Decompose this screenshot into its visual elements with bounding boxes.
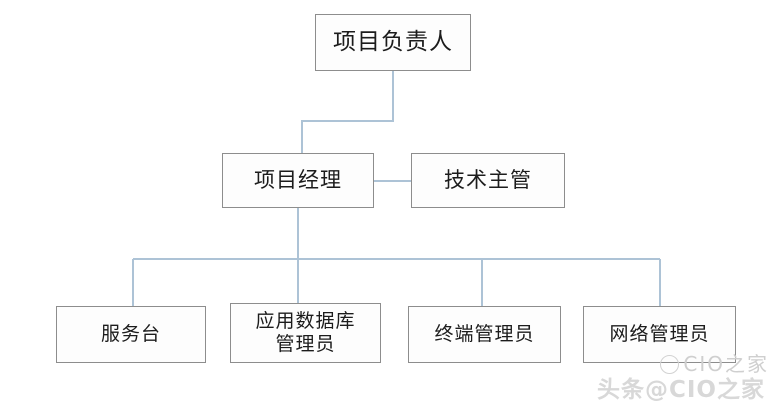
- node-service-desk[interactable]: 服务台: [56, 306, 206, 363]
- node-app-database-admin[interactable]: 应用数据库 管理员: [230, 303, 381, 363]
- footer-byline: 头条@CIO之家: [597, 377, 765, 403]
- node-technical-lead-label: 技术主管: [444, 167, 532, 192]
- node-project-owner[interactable]: 项目负责人: [315, 14, 471, 71]
- node-project-manager-label: 项目经理: [254, 167, 342, 192]
- node-terminal-admin[interactable]: 终端管理员: [408, 306, 561, 363]
- edge-owner-to-pm: [301, 71, 394, 153]
- node-network-admin[interactable]: 网络管理员: [583, 306, 736, 363]
- node-app-database-admin-label: 应用数据库 管理员: [255, 309, 356, 355]
- node-technical-lead[interactable]: 技术主管: [411, 153, 565, 208]
- node-network-admin-label: 网络管理员: [609, 322, 710, 345]
- node-project-owner-label: 项目负责人: [333, 29, 453, 56]
- node-service-desk-label: 服务台: [100, 322, 161, 345]
- node-project-manager[interactable]: 项目经理: [222, 153, 374, 208]
- node-terminal-admin-label: 终端管理员: [434, 322, 535, 345]
